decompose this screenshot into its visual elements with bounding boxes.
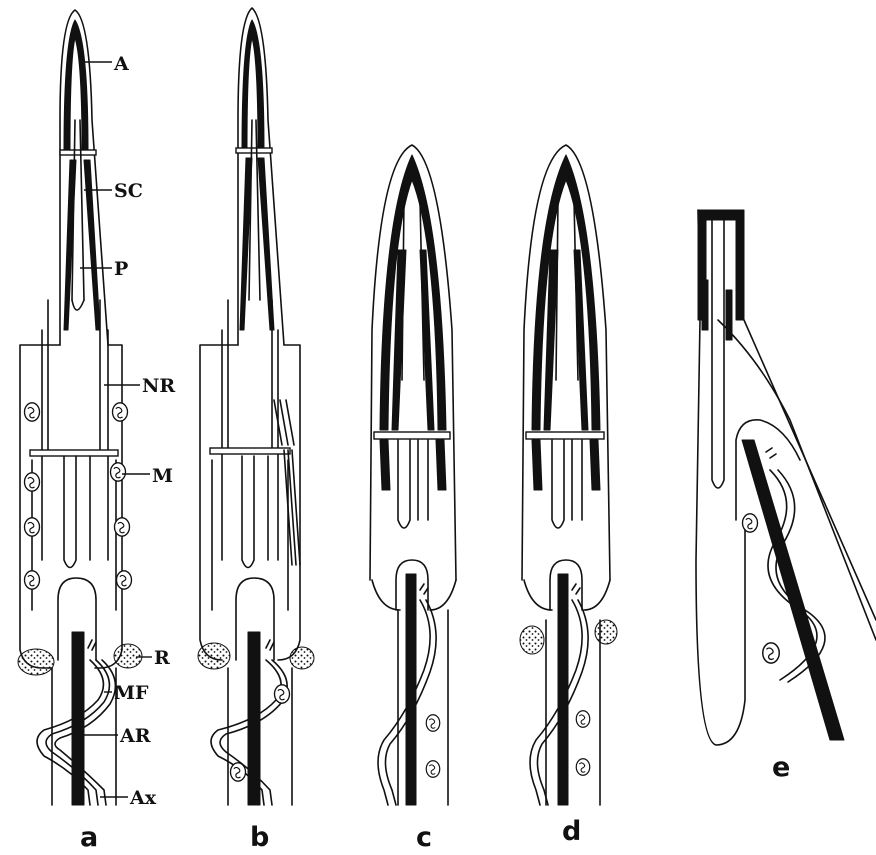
marginal-filament [37,660,103,805]
panel-letter-c: c [416,822,432,853]
stage-d [520,145,617,805]
label-perforatorium: P [114,258,128,280]
stage-c [370,145,456,805]
label-axial-rod: AR [119,725,151,747]
panel-letter-a: a [80,822,98,853]
cell-body-outline [20,345,122,668]
mitochondrion [25,403,40,421]
stage-b [198,8,314,805]
stage-e [696,210,876,745]
label-mitochondrion: M [152,465,173,487]
acrosome [64,20,88,150]
label-axoneme: Ax [129,787,157,809]
panel-letter-b: b [250,822,269,853]
label-subacrosomal-cone: SC [114,180,143,202]
label-acrosome: A [113,53,129,75]
label-ring: R [154,647,170,669]
panel-letter-e: e [772,752,790,783]
label-nuclear-ridge: NR [142,375,175,397]
panel-letter-d: d [562,816,581,847]
ring-stipple [18,649,54,675]
label-marginal-filament: MF [114,682,149,704]
